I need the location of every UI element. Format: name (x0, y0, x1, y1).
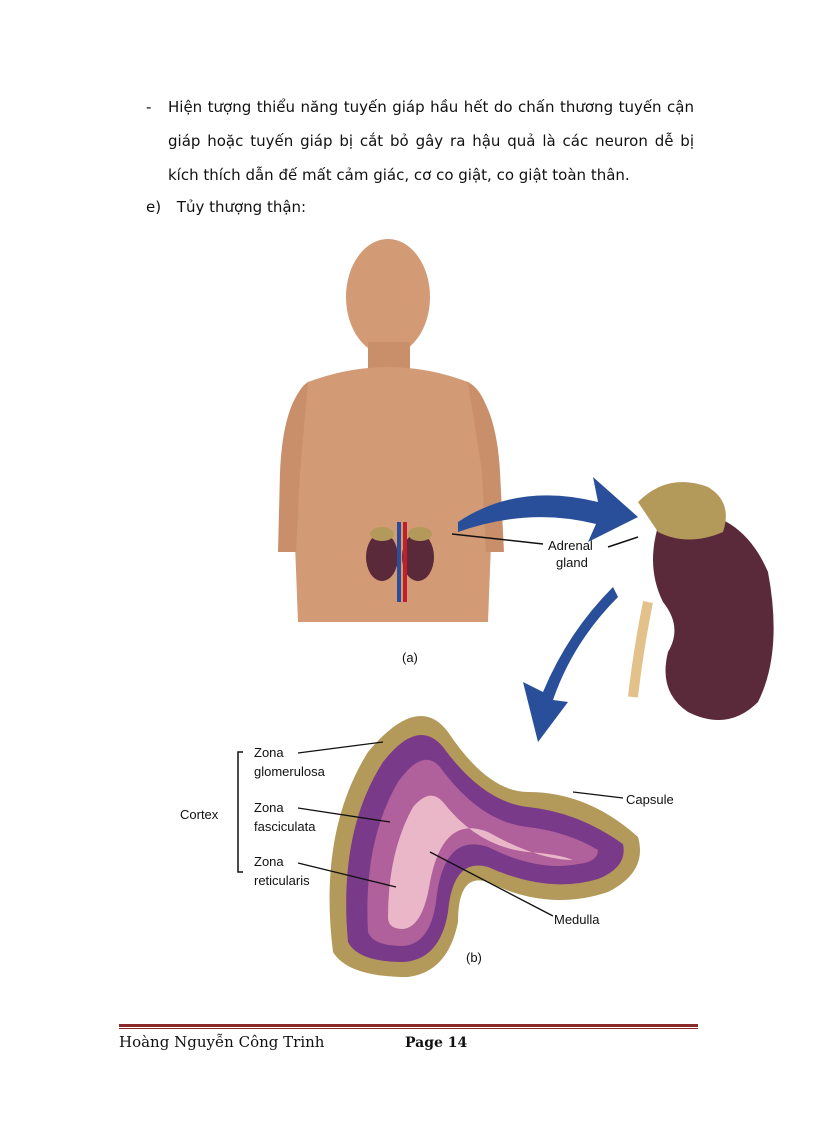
bullet-text: Hiện tượng thiểu năng tuyến giáp hầu hết… (168, 98, 694, 184)
section-label: e) (146, 198, 162, 216)
section-title: Tủy thượng thận: (176, 198, 307, 216)
adrenal-pointer-right (607, 536, 639, 548)
panel-b-label: (b) (466, 950, 482, 965)
medulla-label: Medulla (554, 912, 600, 927)
footer-author: Hoàng Nguyễn Công Trinh (119, 1033, 325, 1051)
zona-fasciculata-line1: Zona (254, 800, 284, 815)
zona-glomerulosa-line2: glomerulosa (254, 764, 326, 779)
adrenal-label-line2: gland (556, 555, 588, 570)
human-torso-drawing (278, 239, 504, 622)
adrenal-illustration: Adrenal gland (a) Cortex Zona glomerulos… (180, 239, 774, 977)
cortex-label: Cortex (180, 807, 219, 822)
zona-glomerulosa-pointer (297, 741, 384, 754)
zona-reticularis-line1: Zona (254, 854, 284, 869)
adrenal-label-line1: Adrenal (548, 538, 593, 553)
bullet-dash: - (146, 98, 152, 116)
footer-rule-thin (119, 1028, 698, 1029)
capsule-label: Capsule (626, 792, 674, 807)
panel-a-label: (a) (402, 650, 418, 665)
adrenal-pointer-left (451, 533, 544, 545)
zona-reticularis-pointer (297, 862, 397, 888)
footer-rule (119, 1024, 698, 1027)
kidney-drawing (628, 482, 774, 720)
section-heading: e) Tủy thượng thận: (146, 198, 306, 216)
capsule-pointer (572, 791, 624, 799)
medulla-pointer (429, 851, 554, 917)
cortex-bracket (237, 751, 243, 873)
zona-reticularis-line2: reticularis (254, 873, 310, 888)
footer-page-number: Page 14 (405, 1035, 468, 1051)
zona-fasciculata-line2: fasciculata (254, 819, 316, 834)
adrenal-cross-section (329, 716, 640, 977)
arrow-to-section (523, 587, 618, 742)
zona-fasciculata-pointer (297, 807, 391, 823)
adrenal-figure: Adrenal gland (a) Cortex Zona glomerulos… (168, 232, 792, 988)
arrow-to-kidney (458, 477, 638, 542)
zona-glomerulosa-line1: Zona (254, 745, 284, 760)
